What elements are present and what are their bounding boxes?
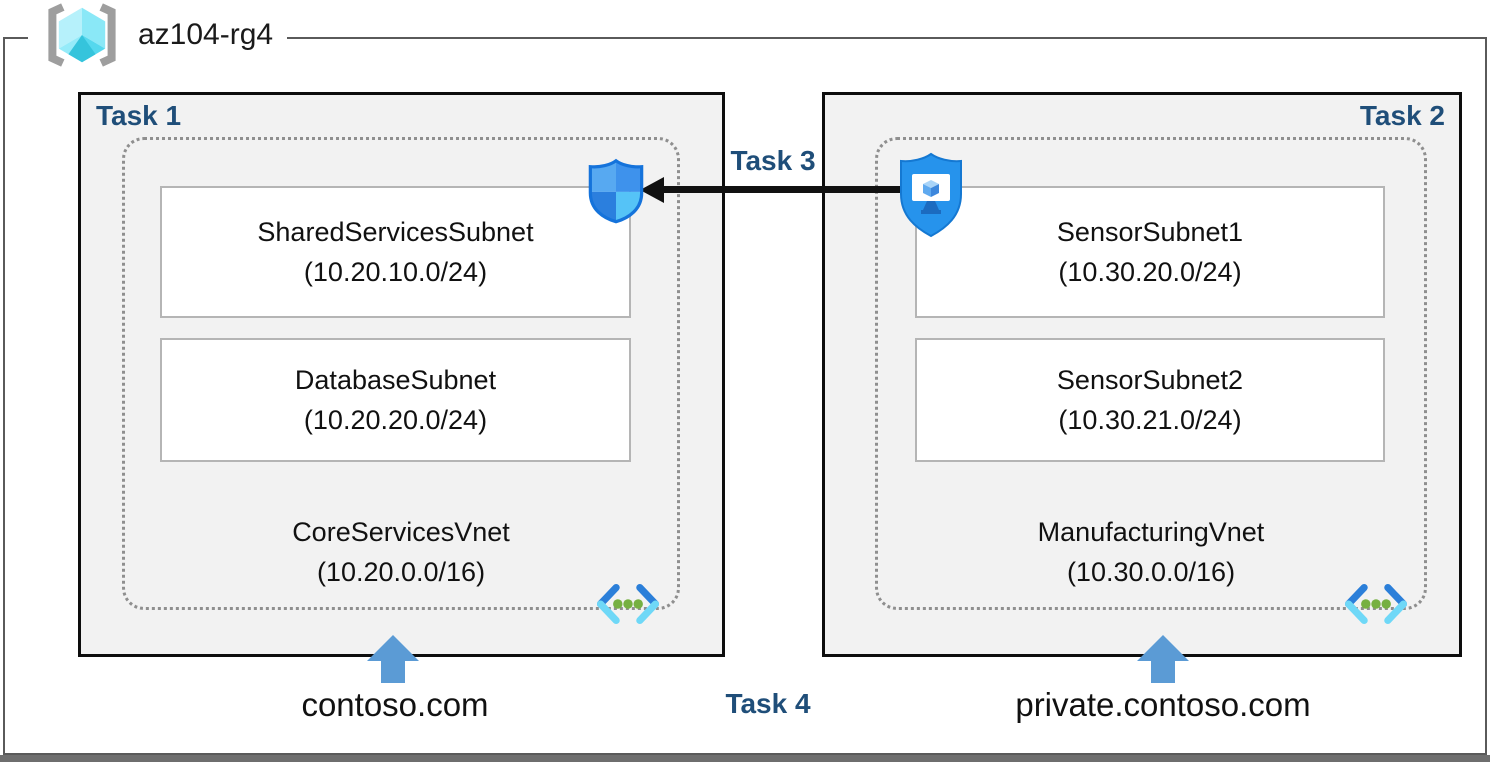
virtual-network-icon [596, 583, 660, 625]
vnet-address: (10.30.0.0/16) [1066, 557, 1236, 587]
vnet-address: (10.20.0.0/16) [316, 557, 486, 587]
vnet-name: CoreServicesVnet [292, 517, 510, 547]
up-arrow-icon [367, 635, 419, 683]
vnet-name: ManufacturingVnet [1037, 517, 1265, 547]
virtual-network-icon [1344, 583, 1408, 625]
peering-arrow-head [640, 177, 664, 203]
subnet-address: (10.30.20.0/24) [1058, 257, 1242, 287]
core-vnet-label: CoreServicesVnet (10.20.0.0/16) [122, 512, 680, 592]
up-arrow-icon [1137, 635, 1189, 683]
resource-group-legend: az104-rg4 [28, 0, 288, 70]
task3-label: Task 3 [730, 145, 816, 176]
subnet-box-database: DatabaseSubnet (10.20.20.0/24) [160, 338, 631, 462]
subnet-address: (10.20.10.0/24) [303, 257, 488, 287]
subnet-address: (10.30.21.0/24) [1058, 405, 1242, 435]
subnet-box-sharedservices: SharedServicesSubnet (10.20.10.0/24) [160, 186, 631, 318]
bastion-shield-icon [900, 152, 962, 238]
task1-label: Task 1 [96, 100, 182, 131]
resource-group-icon [48, 3, 116, 67]
subnet-name: SharedServicesSubnet [257, 217, 534, 247]
manufacturing-vnet-boundary [875, 137, 1427, 610]
subnet-box-sensor2: SensorSubnet2 (10.30.21.0/24) [915, 338, 1385, 462]
core-vnet-boundary [122, 137, 680, 610]
subnet-name: SensorSubnet1 [1056, 217, 1244, 247]
subnet-name: DatabaseSubnet [294, 365, 497, 395]
resource-group-frame [3, 37, 1487, 755]
resource-group-name: az104-rg4 [138, 18, 274, 51]
bottom-edge-bar [0, 755, 1490, 762]
dns-zone-label-private-contoso: private.contoso.com [1015, 686, 1311, 723]
subnet-address: (10.20.20.0/24) [303, 405, 488, 435]
task2-label: Task 2 [1359, 100, 1445, 131]
subnet-box-sensor1: SensorSubnet1 (10.30.20.0/24) [915, 186, 1385, 318]
manufacturing-vnet-label: ManufacturingVnet (10.30.0.0/16) [875, 512, 1427, 592]
subnet-name: SensorSubnet2 [1056, 365, 1244, 395]
peering-arrow-shaft [664, 186, 900, 193]
nsg-shield-icon [588, 158, 644, 224]
dns-zone-label-contoso: contoso.com [301, 686, 489, 723]
task4-label: Task 4 [725, 688, 811, 719]
